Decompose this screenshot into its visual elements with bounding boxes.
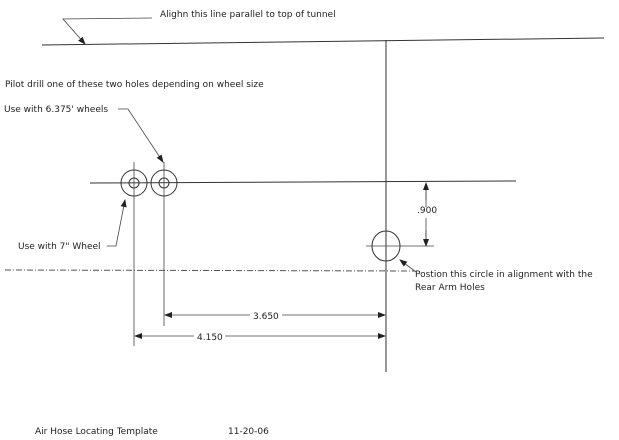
position-note-2: Rear Arm Holes [415, 283, 485, 293]
use-6375-note: Use with 6.375' wheels [4, 105, 108, 115]
align-leader [62, 17, 153, 45]
position-leader [399, 259, 417, 273]
use-7-leader [107, 199, 127, 247]
template-title: Air Hose Locating Template [35, 427, 158, 437]
dim-900-label: .900 [417, 206, 437, 216]
use-6375-leader [118, 108, 164, 163]
tunnel-alignment-line [41, 37, 605, 46]
align-note: Alighn this line parallel to top of tunn… [160, 10, 336, 20]
template-date: 11-20-06 [228, 427, 269, 437]
pilot-drill-note: Pilot drill one of these two holes depen… [5, 80, 264, 90]
rear-arm-circle [371, 230, 401, 262]
use-7-note: Use with 7" Wheel [18, 242, 101, 252]
hole-centerline [89, 180, 517, 184]
position-note-1: Postion this circle in alignment with th… [415, 270, 593, 280]
dim-3650-label: 3.650 [253, 312, 279, 322]
tunnel-edge-line [4, 269, 416, 272]
dim-4150-label: 4.150 [197, 333, 223, 343]
